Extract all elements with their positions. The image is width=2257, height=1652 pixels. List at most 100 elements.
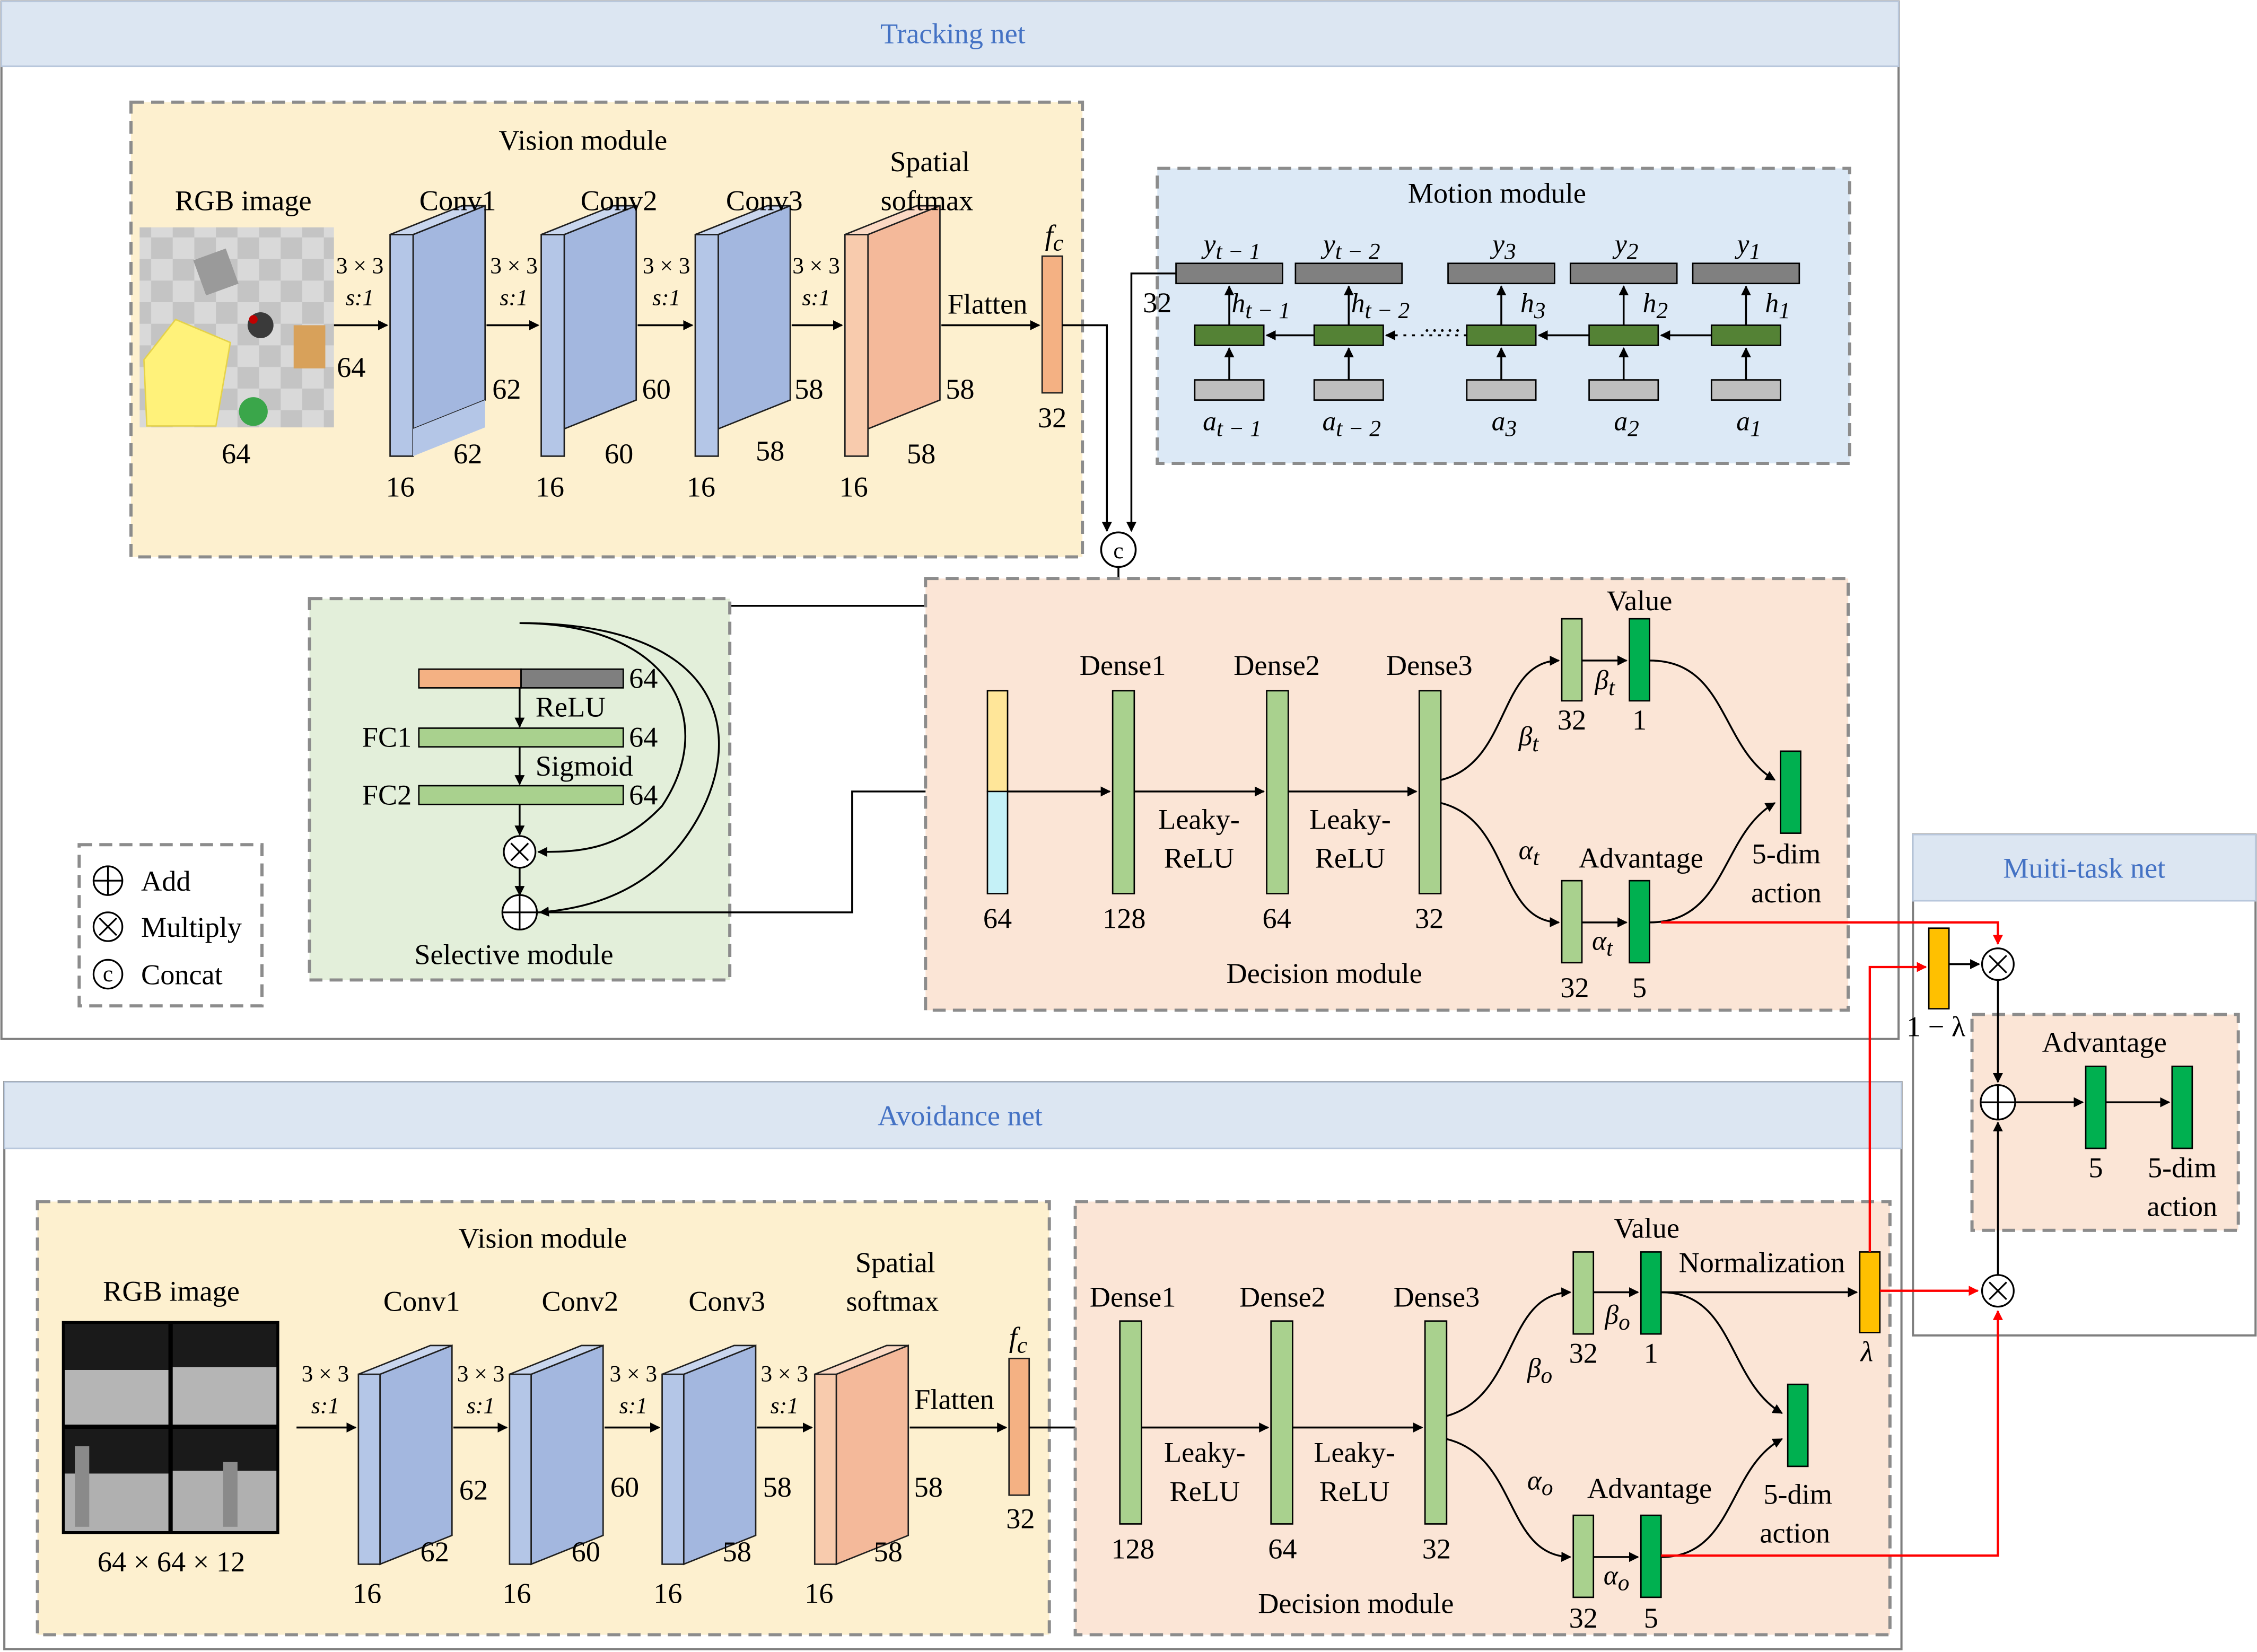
relu-label: ReLU	[536, 691, 606, 723]
multitask-net: Muiti-task net Advantage 5 5-dim action …	[1906, 833, 2257, 1337]
a-dim-a5: 5	[1644, 1602, 1658, 1634]
a-conv2-label: Conv2	[541, 1286, 618, 1317]
avoid-dense2	[1270, 1320, 1293, 1525]
a-advantage-label: Advantage	[1587, 1473, 1712, 1505]
avoid-img-dims: 64 × 64 × 12	[98, 1546, 245, 1578]
multitask-dim5: 5	[2088, 1152, 2103, 1183]
avoid-dense3	[1424, 1320, 1448, 1525]
a-conv3-label: Conv3	[688, 1286, 765, 1317]
multitask-advantage-label: Advantage	[2042, 1026, 2167, 1058]
motion-a-label: at − 2	[1322, 407, 1381, 442]
a-dense1-label: Dense1	[1090, 1281, 1176, 1313]
motion-input-bar	[1710, 379, 1781, 401]
legend-concat: Concat	[141, 959, 223, 991]
motion-y-label: y2	[1612, 230, 1639, 265]
ad-c3h: 58	[763, 1471, 792, 1503]
avoid-decision-box	[1073, 1200, 1892, 1637]
d-c3h: 58	[794, 373, 823, 405]
motion-a-label: at − 1	[1203, 407, 1262, 442]
tracking-decision-module: Dense1 Dense2 Dense3 Leaky- ReLU Leaky- …	[924, 577, 1850, 1012]
avoid-adv-32	[1572, 1514, 1595, 1598]
tracking-spatial-softmax-block	[844, 205, 941, 457]
decision-input-cyan	[986, 790, 1009, 894]
tracking-dense2	[1266, 690, 1289, 894]
t-dim-d2: 64	[1262, 903, 1291, 935]
motion-h-label: h2	[1643, 288, 1668, 323]
t-dense1-label: Dense1	[1080, 649, 1166, 681]
tracking-img-w: 64	[222, 438, 250, 470]
avoid-adv-5	[1640, 1514, 1662, 1598]
as1: s:1	[311, 1393, 339, 1418]
concat-legend-symbol: c	[103, 961, 113, 987]
motion-ellipsis: ·····	[1423, 318, 1462, 344]
t-alpha-mid: αt	[1592, 926, 1613, 961]
as3: s:1	[619, 1393, 648, 1418]
motion-hidden-bar	[1466, 324, 1537, 346]
as2: s:1	[467, 1393, 495, 1418]
a-spatial-2: softmax	[846, 1286, 939, 1317]
a-action-1: 5-dim	[1763, 1478, 1832, 1510]
image-yellow-object	[143, 318, 231, 427]
t-beta-curve: βt	[1518, 722, 1539, 757]
a-dim-d1: 128	[1111, 1533, 1154, 1565]
a-beta-mid: βo	[1604, 1300, 1630, 1335]
legend-multiply: Multiply	[141, 911, 242, 943]
avoidance-decision-module: Dense1 Dense2 Dense3 Leaky- ReLU Leaky- …	[1073, 1200, 1892, 1637]
avoid-value-1	[1640, 1251, 1662, 1335]
sel-d3: 64	[629, 779, 658, 811]
s4: s:1	[802, 285, 830, 310]
a-decision-title: Decision module	[1258, 1588, 1454, 1620]
t-dim-v1: 1	[1632, 704, 1647, 736]
motion-in-dim: 32	[1143, 287, 1171, 319]
motion-a-label: a3	[1492, 407, 1517, 442]
multitask-title: Muiti-task net	[2003, 853, 2165, 884]
d-fc: 32	[1038, 402, 1066, 434]
d-c2w: 60	[605, 438, 633, 470]
avoid-action-out	[1787, 1383, 1809, 1468]
multitask-adv-5	[2085, 1065, 2107, 1149]
avoid-conv2-block	[509, 1344, 604, 1566]
a-normalization-label: Normalization	[1679, 1246, 1845, 1278]
t-dense3-label: Dense3	[1386, 649, 1473, 681]
motion-output-bar	[1569, 262, 1678, 285]
tracking-img-h: 64	[337, 352, 365, 383]
motion-output-bar	[1175, 262, 1283, 285]
tracking-adv-32	[1561, 880, 1583, 964]
avoid-spatial-block	[813, 1344, 909, 1566]
motion-y-label: y1	[1735, 230, 1761, 265]
motion-y-label: yt − 2	[1320, 230, 1380, 265]
a-dim-d2: 64	[1268, 1533, 1297, 1565]
image-cube-object	[193, 248, 239, 296]
tracking-fc-vector	[1041, 255, 1063, 394]
tracking-conv3-label: Conv3	[726, 184, 803, 216]
t-dim-v32: 32	[1558, 704, 1586, 736]
t-beta-mid: βt	[1594, 665, 1615, 700]
t-dim-in: 64	[983, 903, 1012, 935]
lambda-label: λ	[1860, 1336, 1874, 1368]
avoidance-net: Avoidance net Vision module RGB image 64…	[3, 1081, 1903, 1650]
t-alpha-curve: αt	[1519, 835, 1540, 870]
s3: s:1	[652, 285, 680, 310]
motion-y-label: yt − 1	[1201, 230, 1261, 265]
motion-input-bar	[1588, 379, 1659, 401]
d-c1w: 62	[453, 438, 482, 470]
t-dim-a5: 5	[1632, 972, 1647, 1004]
multitask-action-2: action	[2147, 1191, 2218, 1223]
tracking-selective-module: 64 64 64 ReLU Sigmoid FC1 FC2 Selective …	[308, 597, 732, 982]
avoid-dense1	[1119, 1320, 1142, 1525]
motion-output-bar	[1294, 262, 1403, 285]
red-connectors	[1661, 921, 2003, 1557]
ad-c3w: 58	[723, 1536, 751, 1568]
avoid-vision-title: Vision module	[458, 1222, 627, 1254]
a-dense2-label: Dense2	[1239, 1281, 1326, 1313]
selective-input-gray	[520, 668, 624, 689]
avoidance-vision-module: Vision module RGB image 64 × 64 × 12	[36, 1200, 1051, 1637]
motion-input-bar	[1466, 379, 1537, 401]
tracking-net: Tracking net Vision module RGB image 64 …	[0, 0, 1900, 1040]
tracking-spatial-label-1: Spatial	[890, 146, 970, 178]
t-dim-d1: 128	[1103, 903, 1145, 935]
concat-legend-icon	[92, 959, 124, 990]
d-sph: 58	[946, 373, 974, 405]
avoidance-net-title: Avoidance net	[878, 1100, 1043, 1132]
